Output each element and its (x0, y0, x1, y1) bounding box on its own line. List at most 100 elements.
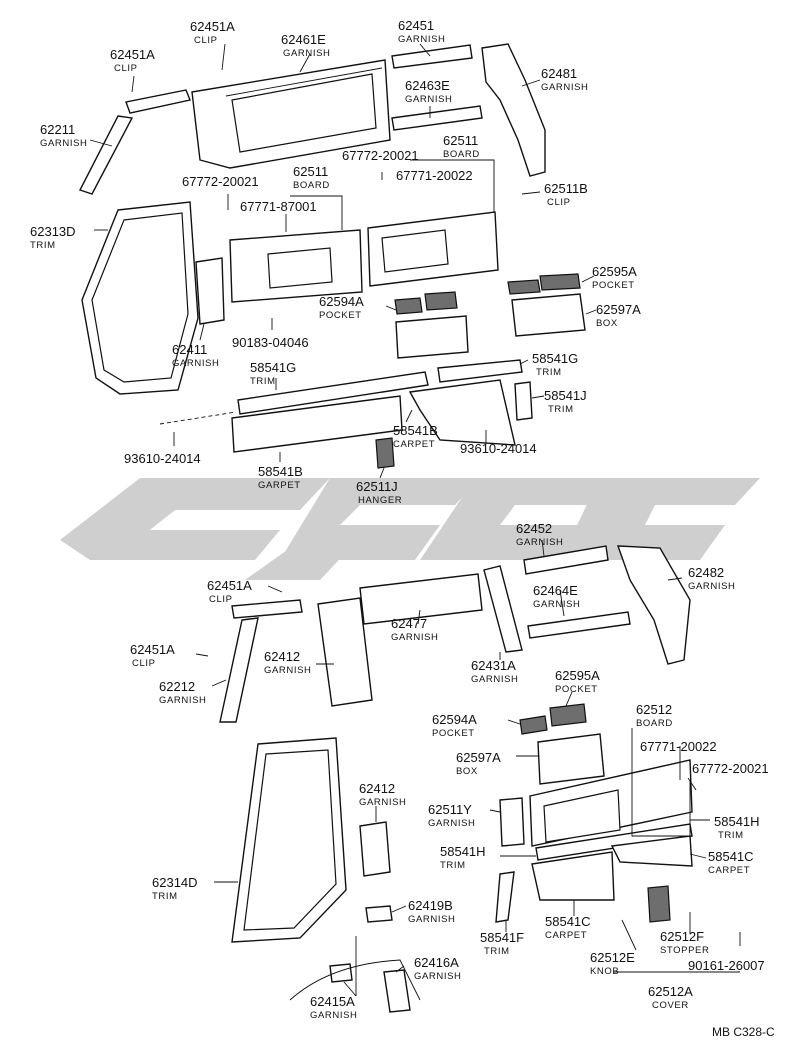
callout-62415A-pn: 62415A (310, 994, 355, 1009)
callout-62212-name: GARNISH (159, 695, 206, 706)
callout-58541G-2-name: TRIM (536, 367, 562, 378)
callout-58541B-1-pn: 58541B (393, 423, 438, 438)
callout-62512-name: BOARD (636, 718, 673, 729)
callout-62511B-name: CLIP (547, 197, 571, 208)
callout-62477-pn: 62477 (391, 616, 427, 631)
callout-58541F-pn: 58541F (480, 930, 524, 945)
callout-62451A-3-name: CLIP (209, 594, 233, 605)
callout-62419B-pn: 62419B (408, 898, 453, 913)
callout-62451A-2-pn: 62451A (110, 47, 155, 62)
callout-62482-name: GARNISH (688, 581, 735, 592)
upper-quarter-window-garnish (191, 59, 391, 169)
callout-58541G-2-pn: 58541G (532, 351, 578, 366)
callout-58541H-1-name: TRIM (440, 860, 466, 871)
callout-62477-name: GARNISH (391, 632, 438, 643)
callout-58541C-1-pn: 58541C (708, 849, 754, 864)
callout-62594A-1-name: POCKET (319, 310, 362, 321)
callout-62595A-2-pn: 62595A (555, 668, 600, 683)
callout-62416A-pn: 62416A (414, 955, 459, 970)
callout-62511B-pn: 62511B (544, 181, 588, 196)
callout-67771-c-pn: 67771-20022 (640, 739, 717, 754)
callout-58541B-1-name: CARPET (393, 439, 435, 450)
pocket-box-upper (394, 273, 586, 359)
callout-67771-a-pn: 67771-20022 (396, 168, 473, 183)
callout-58541B-2-name: GARPET (258, 480, 301, 491)
door-trim-62314D (231, 737, 347, 943)
callout-62212-pn: 62212 (159, 679, 195, 694)
callout-62511Y-name: GARNISH (428, 818, 475, 829)
callout-62411-name: GARNISH (172, 358, 219, 369)
callout-62595A-1-name: POCKET (592, 280, 635, 291)
lower-garnish-62463E (391, 105, 483, 131)
callout-62481-pn: 62481 (541, 66, 577, 81)
callout-58541F-name: TRIM (484, 946, 510, 957)
callout-62463E-pn: 62463E (405, 78, 450, 93)
callout-62411-pn: 62411 (172, 342, 207, 357)
callout-62452-pn: 62452 (516, 521, 552, 536)
callout-62451A-3-pn: 62451A (207, 578, 252, 593)
callout-58541H-1-pn: 58541H (440, 844, 486, 859)
callout-62211-pn: 62211 (40, 122, 75, 137)
callout-62313D-name: TRIM (30, 240, 56, 251)
callout-58541G-1-name: TRIM (250, 376, 276, 387)
callout-62482-pn: 62482 (688, 565, 724, 580)
callout-67771-b-pn: 67771-87001 (240, 199, 317, 214)
callout-90161-pn: 90161-26007 (688, 958, 765, 973)
quarter-board-62511 (195, 211, 499, 325)
callout-62512E-pn: 62512E (590, 950, 635, 965)
callout-62597A-2-pn: 62597A (456, 750, 501, 765)
callout-62481-name: GARNISH (541, 82, 588, 93)
front-roof-garnish-strip (125, 89, 191, 114)
callout-62461E-name: GARNISH (283, 48, 330, 59)
callout-62464E-name: GARNISH (533, 599, 580, 610)
callout-90183-pn: 90183-04046 (232, 335, 309, 350)
callout-62512F-pn: 62512F (660, 929, 704, 944)
callout-58541G-1-pn: 58541G (250, 360, 296, 375)
callout-62512A-pn: 62512A (648, 984, 693, 999)
callout-58541H-2-name: TRIM (718, 830, 744, 841)
callout-93610-1-pn: 93610-24014 (124, 451, 201, 466)
callout-62419B-name: GARNISH (408, 914, 455, 925)
callout-62463E-name: GARNISH (405, 94, 452, 105)
callout-58541C-2-pn: 58541C (545, 914, 591, 929)
callout-62415A-name: GARNISH (310, 1010, 357, 1021)
pillar-garnish-62211 (79, 115, 134, 195)
callout-67772-a-pn: 67772-20021 (342, 148, 419, 163)
callout-62512A-name: COVER (652, 1000, 689, 1011)
callout-62512-pn: 62512 (636, 702, 672, 717)
callout-62431A-pn: 62431A (471, 658, 516, 673)
diagram-reference-code: MB C328-C (712, 1025, 775, 1039)
callout-62412-1-pn: 62412 (264, 649, 300, 664)
callout-67772-c-pn: 67772-20021 (692, 761, 769, 776)
callout-58541C-2-name: CARPET (545, 930, 587, 941)
callout-62594A-2-name: POCKET (432, 728, 475, 739)
callout-67772-b-pn: 67772-20021 (182, 174, 259, 189)
callout-62597A-1-name: BOX (596, 318, 618, 329)
callout-62451A-1-name: CLIP (194, 35, 218, 46)
callout-62511-mid-pn: 62511 (293, 164, 328, 179)
callout-labels: 62451A CLIP 62451A CLIP 62461E GARNISH 6… (30, 18, 775, 1039)
carpet-trim-upper (231, 359, 533, 469)
callout-58541J-name: TRIM (548, 404, 574, 415)
callout-62451A-1-pn: 62451A (190, 19, 235, 34)
watermark-logo (60, 478, 760, 580)
callout-62511Y-pn: 62511Y (428, 802, 472, 817)
callout-62595A-2-name: POCKET (555, 684, 598, 695)
callout-62412-2-name: GARNISH (359, 797, 406, 808)
upper-garnish-62451 (391, 44, 473, 69)
callout-62412-1-name: GARNISH (264, 665, 311, 676)
callout-62511J-name: HANGER (358, 495, 402, 506)
callout-62451A-4-name: CLIP (132, 658, 156, 669)
callout-62511-top-pn: 62511 (443, 133, 478, 148)
callout-62597A-2-name: BOX (456, 766, 478, 777)
callout-62451-pn: 62451 (398, 18, 434, 33)
callout-62594A-1-pn: 62594A (319, 294, 364, 309)
callout-62416A-name: GARNISH (414, 971, 461, 982)
callout-58541H-2-pn: 58541H (714, 814, 760, 829)
callout-93610-2-pn: 93610-24014 (460, 441, 537, 456)
door-trim-62313D (81, 201, 199, 395)
callout-62452-name: GARNISH (516, 537, 563, 548)
callout-62512E-name: KNOB (590, 966, 619, 977)
callout-62594A-2-pn: 62594A (432, 712, 477, 727)
